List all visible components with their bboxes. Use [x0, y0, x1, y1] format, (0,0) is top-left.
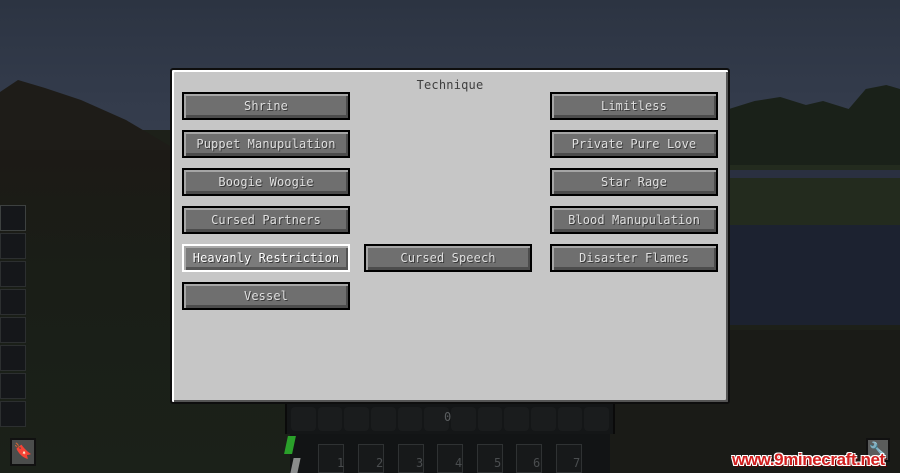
- technique-button-puppet-manupulation[interactable]: Puppet Manupulation: [182, 130, 350, 158]
- technique-button-limitless[interactable]: Limitless: [550, 92, 718, 120]
- hotbar-upper: [285, 404, 615, 434]
- technique-button-blood-manupulation[interactable]: Blood Manupulation: [550, 206, 718, 234]
- hotbar-cell[interactable]: [371, 407, 396, 431]
- technique-panel: Technique Shrine Puppet Manupulation Boo…: [170, 68, 730, 404]
- hotbar-cell[interactable]: [504, 407, 530, 431]
- side-slot[interactable]: [0, 289, 26, 315]
- hotbar-cell[interactable]: [451, 407, 476, 431]
- hotbar-cell[interactable]: [531, 407, 556, 431]
- hotbar-slot-7[interactable]: [556, 444, 582, 473]
- book-icon: 🔖: [13, 442, 33, 460]
- hotbar-cell[interactable]: [397, 407, 423, 431]
- side-slot[interactable]: [0, 401, 26, 427]
- panel-title: Technique: [416, 78, 484, 92]
- side-slot-column: [0, 205, 28, 435]
- hotbar-cell[interactable]: [424, 407, 450, 431]
- hotbar-cell[interactable]: [477, 407, 503, 431]
- hotbar-counter: 0: [444, 410, 452, 424]
- hotbar-slot-number: 1: [337, 456, 345, 470]
- hotbar-slot-number: 7: [573, 456, 581, 470]
- watermark: www.9minecraft.net: [732, 450, 885, 469]
- river: [729, 225, 900, 325]
- hotbar-slot-number: 6: [533, 456, 541, 470]
- hotbar-cell[interactable]: [557, 407, 583, 431]
- wrench-icon: 🔧: [869, 442, 887, 458]
- hotbar-slot-3[interactable]: [398, 444, 424, 473]
- recipe-book-button[interactable]: 🔖: [10, 438, 36, 466]
- technique-button-heavanly-restriction[interactable]: Heavanly Restriction: [182, 244, 350, 272]
- technique-button-shrine[interactable]: Shrine: [182, 92, 350, 120]
- hotbar-slot-number: 2: [376, 456, 384, 470]
- hotbar-cell[interactable]: [317, 407, 343, 431]
- side-slot[interactable]: [0, 233, 26, 259]
- side-slot[interactable]: [0, 205, 26, 231]
- side-slot[interactable]: [0, 317, 26, 343]
- settings-button[interactable]: 🔧: [866, 438, 890, 462]
- hotbar-cell[interactable]: [291, 407, 316, 431]
- hotbar-slot-number: 3: [416, 456, 424, 470]
- hotbar-slot-number: 4: [455, 456, 463, 470]
- hotbar-cell[interactable]: [344, 407, 370, 431]
- side-slot[interactable]: [0, 373, 26, 399]
- technique-button-cursed-partners[interactable]: Cursed Partners: [182, 206, 350, 234]
- river-far: [729, 170, 900, 178]
- technique-button-disaster-flames[interactable]: Disaster Flames: [550, 244, 718, 272]
- technique-button-star-rage[interactable]: Star Rage: [550, 168, 718, 196]
- hotbar-slot-number: 5: [494, 456, 502, 470]
- hotbar-cell[interactable]: [584, 407, 610, 431]
- side-slot[interactable]: [0, 261, 26, 287]
- side-slot[interactable]: [0, 345, 26, 371]
- technique-button-cursed-speech[interactable]: Cursed Speech: [364, 244, 532, 272]
- hotbar-slot-6[interactable]: [516, 444, 542, 473]
- hotbar-slot-1[interactable]: [318, 444, 344, 473]
- technique-button-private-pure-love[interactable]: Private Pure Love: [550, 130, 718, 158]
- technique-button-vessel[interactable]: Vessel: [182, 282, 350, 310]
- technique-button-boogie-woogie[interactable]: Boogie Woogie: [182, 168, 350, 196]
- hotbar-slot-2[interactable]: [358, 444, 384, 473]
